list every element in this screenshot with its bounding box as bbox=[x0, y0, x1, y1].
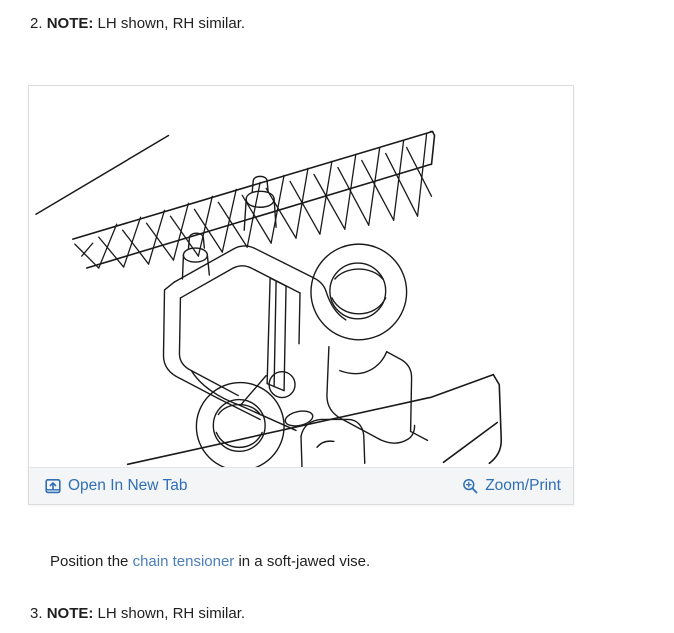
step-2-note-label: NOTE: bbox=[46, 15, 94, 32]
open-in-new-tab-icon bbox=[45, 478, 61, 494]
chain-tensioner-link[interactable]: chain tensioner bbox=[132, 553, 235, 570]
chain-tensioner-line-art bbox=[35, 130, 503, 468]
tensioner-stud bbox=[181, 232, 211, 280]
figure-toolbar: Open In New Tab Zoom/Print bbox=[29, 467, 573, 504]
tensioner-bore-lower bbox=[195, 381, 285, 468]
open-in-new-tab-label: Open In New Tab bbox=[68, 477, 188, 494]
step-3-note-text: LH shown, RH similar. bbox=[97, 605, 246, 622]
instruction-after-link: in a soft-jawed vise. bbox=[234, 553, 371, 570]
step-2-number: 2. bbox=[30, 15, 43, 32]
step-3-number: 3. bbox=[30, 605, 43, 622]
zoom-print-label: Zoom/Print bbox=[485, 477, 561, 494]
tensioner-right-ear bbox=[325, 290, 429, 444]
step-3-note: 3. NOTE: LH shown, RH similar. bbox=[30, 604, 245, 624]
figure-card: Open In New Tab Zoom/Print bbox=[28, 85, 574, 505]
figure-image[interactable] bbox=[29, 86, 573, 468]
upper-vise-jaw bbox=[72, 130, 436, 269]
step-3-note-label: NOTE: bbox=[46, 605, 94, 622]
instruction-before-link: Position the bbox=[50, 553, 133, 570]
tensioner-plunger bbox=[243, 175, 277, 231]
magnifier-plus-icon bbox=[462, 478, 478, 494]
tensioner-body bbox=[162, 245, 327, 432]
zoom-print-button[interactable]: Zoom/Print bbox=[462, 477, 561, 495]
step-2-note: 2. NOTE: LH shown, RH similar. bbox=[30, 14, 245, 34]
tensioner-foot bbox=[300, 418, 366, 468]
tensioner-oblong-slot bbox=[284, 410, 314, 427]
instruction-sentence: Position the chain tensioner in a soft-j… bbox=[50, 552, 370, 572]
tensioner-small-hole bbox=[268, 370, 296, 399]
step-2-note-text: LH shown, RH similar. bbox=[97, 15, 246, 32]
tensioner-bore-upper bbox=[310, 243, 408, 341]
lower-vise-jaw bbox=[126, 373, 503, 466]
open-in-new-tab-button[interactable]: Open In New Tab bbox=[45, 477, 187, 495]
